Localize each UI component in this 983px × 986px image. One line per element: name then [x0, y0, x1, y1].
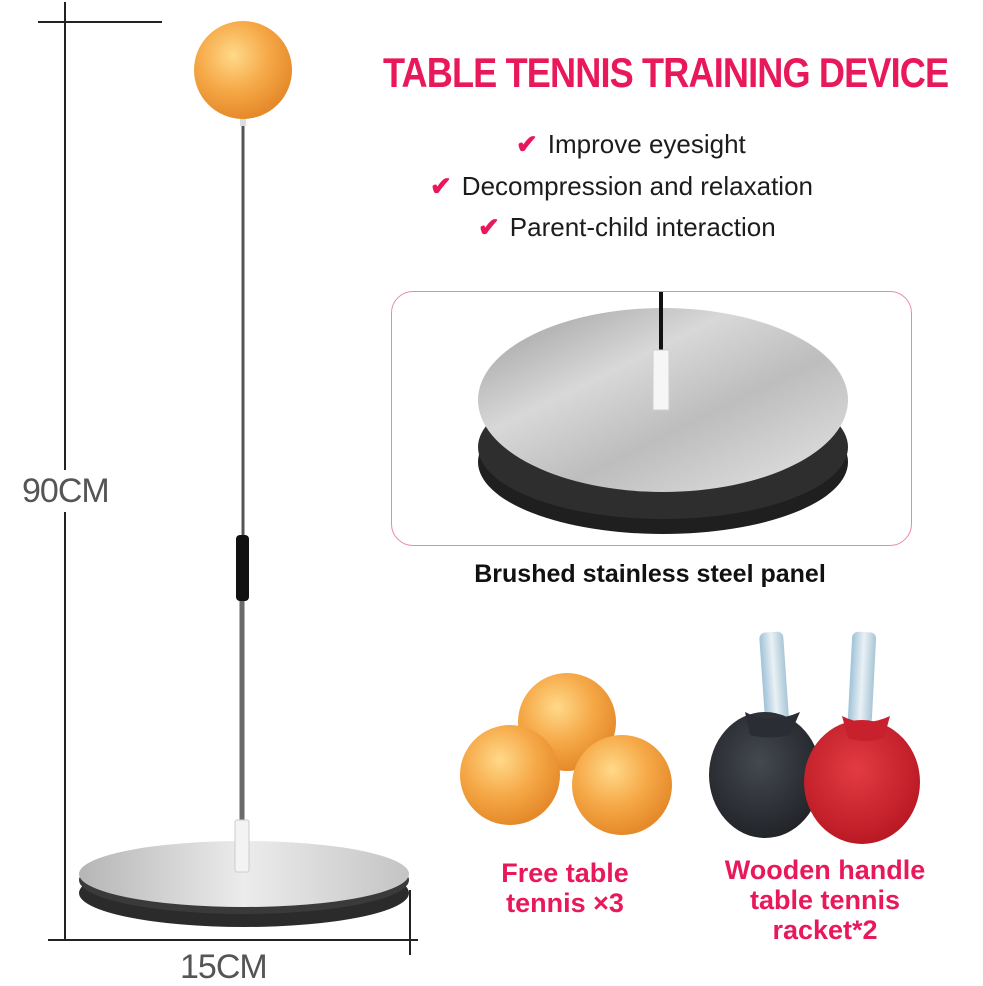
feature-item: ✔ Decompression and relaxation: [430, 173, 813, 199]
steel-panel-closeup: [478, 292, 848, 534]
width-label: 15CM: [180, 948, 268, 986]
page-title: TABLE TENNIS TRAINING DEVICE: [383, 49, 949, 96]
racket-caption-line: table tennis: [749, 885, 901, 915]
feature-label: Parent-child interaction: [509, 212, 776, 242]
feature-item: ✔ Parent-child interaction: [478, 214, 776, 240]
check-icon: ✔: [478, 212, 500, 242]
feature-label: Decompression and relaxation: [461, 171, 813, 201]
panel-frame: [391, 291, 912, 546]
panel-caption: Brushed stainless steel panel: [474, 560, 826, 588]
balls-caption-line: Free table: [501, 858, 629, 888]
table-tennis-rackets: [709, 631, 920, 844]
height-dimension-line: [38, 2, 162, 940]
feature-item: ✔ Improve eyesight: [516, 131, 746, 157]
feature-label: Improve eyesight: [547, 129, 746, 159]
racket-caption-line: racket*2: [772, 915, 878, 945]
ping-pong-balls: [460, 673, 672, 835]
check-icon: ✔: [430, 171, 452, 201]
main-device: [79, 21, 409, 927]
racket-caption: Wooden handle table tennis racket*2: [700, 855, 950, 945]
check-icon: ✔: [516, 129, 538, 159]
balls-caption: Free table tennis ×3: [470, 858, 660, 918]
width-dimension-line: [48, 890, 418, 955]
racket-caption-line: Wooden handle: [724, 855, 926, 885]
balls-caption-line: tennis ×3: [506, 888, 624, 918]
height-label: 90CM: [22, 472, 110, 510]
